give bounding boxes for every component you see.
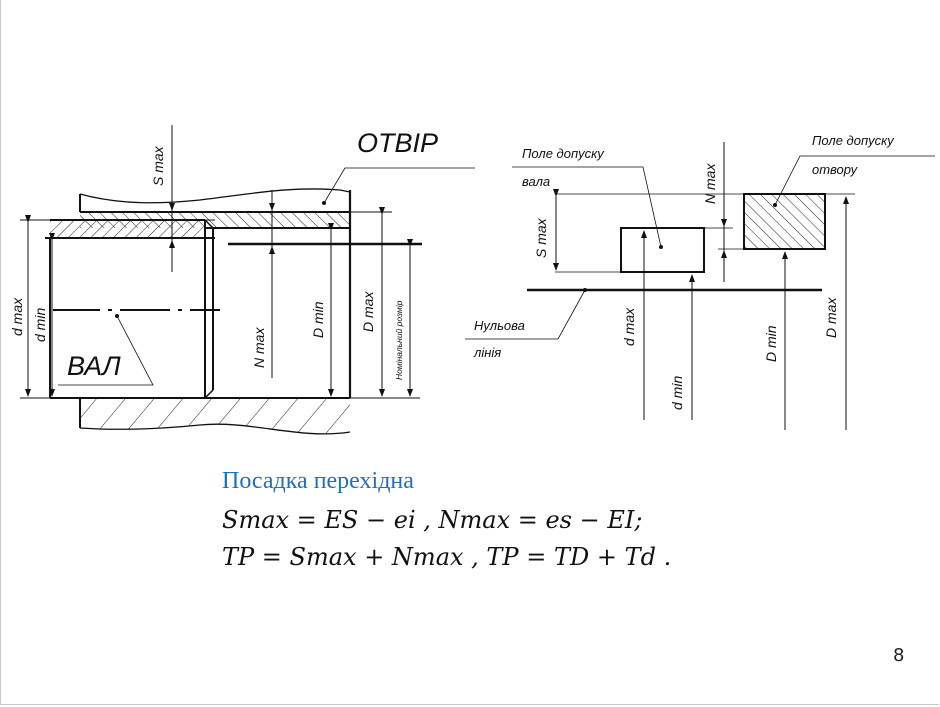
hole-top-break xyxy=(79,188,351,204)
hole-field-label-1: Поле допуску xyxy=(812,133,895,148)
hole-tolerance-field xyxy=(743,193,826,250)
shaft-label: ВАЛ xyxy=(67,351,121,381)
hole-label: ОТВІР xyxy=(357,128,438,158)
zero-line-label-2: лінія xyxy=(473,345,501,360)
section-heading: Посадка перехідна xyxy=(222,468,414,494)
dim-d-max-right: d max xyxy=(621,307,637,346)
shaft-tolerance-strip xyxy=(50,220,205,238)
dim-D-max-right: D max xyxy=(823,297,839,338)
formula-clearance-interference: Smax = ES − ei , Nmax = es − EI; xyxy=(222,506,643,534)
shaft-field-label-1: Поле допуску xyxy=(522,146,605,161)
hole-field-label-2: отвору xyxy=(812,162,859,177)
dim-d-min: d min xyxy=(32,308,48,342)
shaft-leader xyxy=(58,315,154,386)
dim-n-max-right: N max xyxy=(702,163,718,204)
shaft-tolerance-field xyxy=(620,227,705,273)
dim-d-max: d max xyxy=(9,297,25,336)
dim-D-min-right: D min xyxy=(763,325,779,362)
formula-fit-tolerance: TP = Smax + Nmax , TP = TD + Td . xyxy=(222,543,672,571)
dim-D-min: D min xyxy=(310,301,326,338)
dim-nominal: Номінальний розмір xyxy=(394,300,404,380)
hole-leader xyxy=(323,167,475,204)
dim-s-max-right: S max xyxy=(533,217,549,258)
hole-bottom-section xyxy=(80,398,350,434)
shaft-field-label-2: вала xyxy=(522,174,550,189)
dim-d-min-right: d min xyxy=(669,376,685,410)
page-number: 8 xyxy=(893,645,905,666)
dim-D-max: D max xyxy=(360,291,376,332)
dim-n-max: N max xyxy=(251,327,267,368)
left-drawing: ОТВІР ВАЛ S max d max d min N max D min … xyxy=(9,125,475,435)
dim-s-max: S max xyxy=(150,145,166,186)
right-drawing: Поле допуску вала Поле допуску отвору Ну… xyxy=(465,133,935,430)
zero-line-label-1: Нульова xyxy=(474,318,525,333)
